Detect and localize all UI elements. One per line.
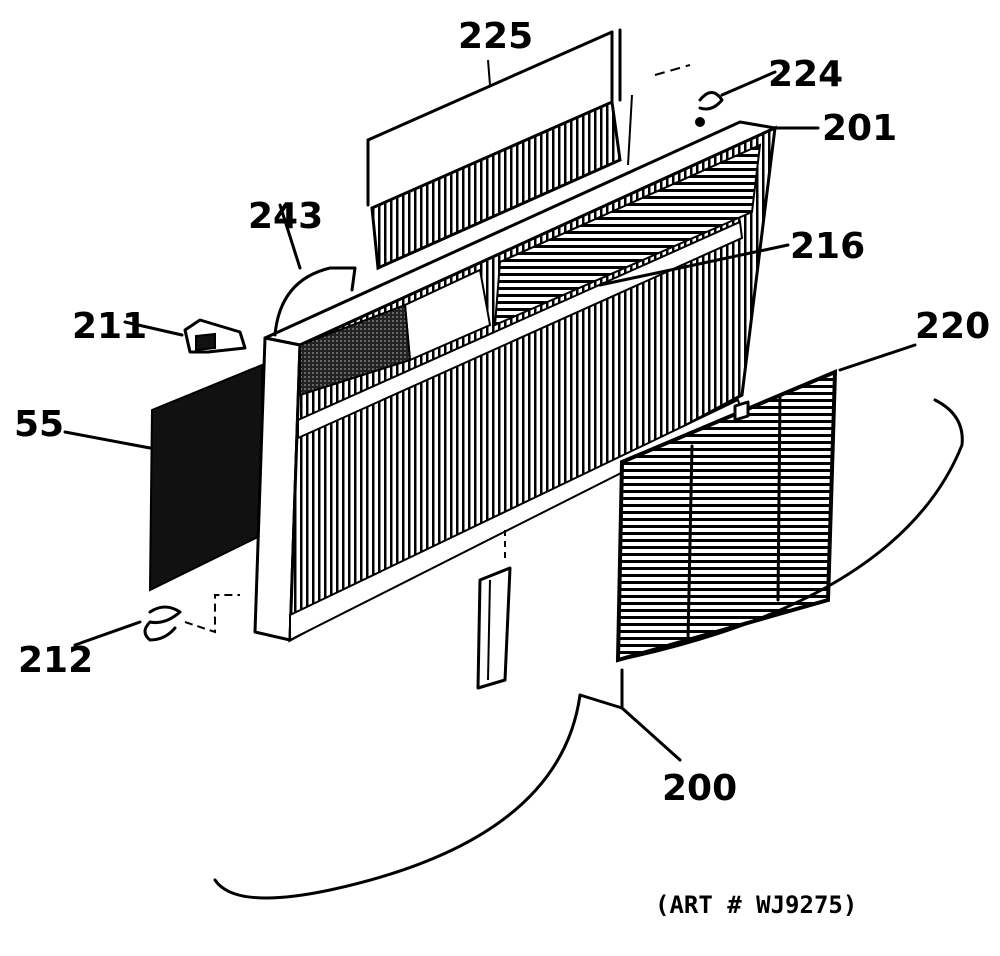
clip-224 bbox=[695, 91, 724, 127]
label-200: 200 bbox=[662, 768, 737, 809]
filter-55 bbox=[148, 363, 263, 592]
leader-224 bbox=[720, 70, 777, 97]
guide-line-212 bbox=[184, 594, 240, 634]
leader-212 bbox=[73, 620, 142, 647]
art-number: (ART # WJ9275) bbox=[655, 891, 857, 919]
bracket-211 bbox=[183, 318, 247, 354]
leader-55 bbox=[63, 430, 152, 450]
leader-200 bbox=[620, 706, 682, 762]
label-224: 224 bbox=[768, 54, 843, 95]
leader-243 bbox=[278, 203, 302, 270]
handle-243 bbox=[273, 266, 357, 337]
leader-211 bbox=[123, 320, 184, 337]
label-243: 243 bbox=[248, 196, 323, 237]
label-212: 212 bbox=[18, 640, 93, 681]
guide-line-225 bbox=[627, 94, 633, 166]
label-201: 201 bbox=[822, 108, 897, 149]
label-220: 220 bbox=[915, 306, 990, 347]
clip-212 bbox=[143, 605, 182, 642]
label-55: 55 bbox=[14, 404, 64, 445]
label-225: 225 bbox=[458, 16, 533, 57]
leader-220 bbox=[838, 343, 917, 372]
guide-line-224 bbox=[654, 64, 691, 76]
front-panel-201 bbox=[253, 120, 777, 643]
leader-216 bbox=[598, 243, 790, 287]
label-216: 216 bbox=[790, 226, 865, 267]
grill-225 bbox=[366, 28, 622, 271]
label-211: 211 bbox=[72, 306, 147, 347]
support-bar bbox=[476, 530, 512, 690]
grille-220 bbox=[615, 368, 838, 663]
